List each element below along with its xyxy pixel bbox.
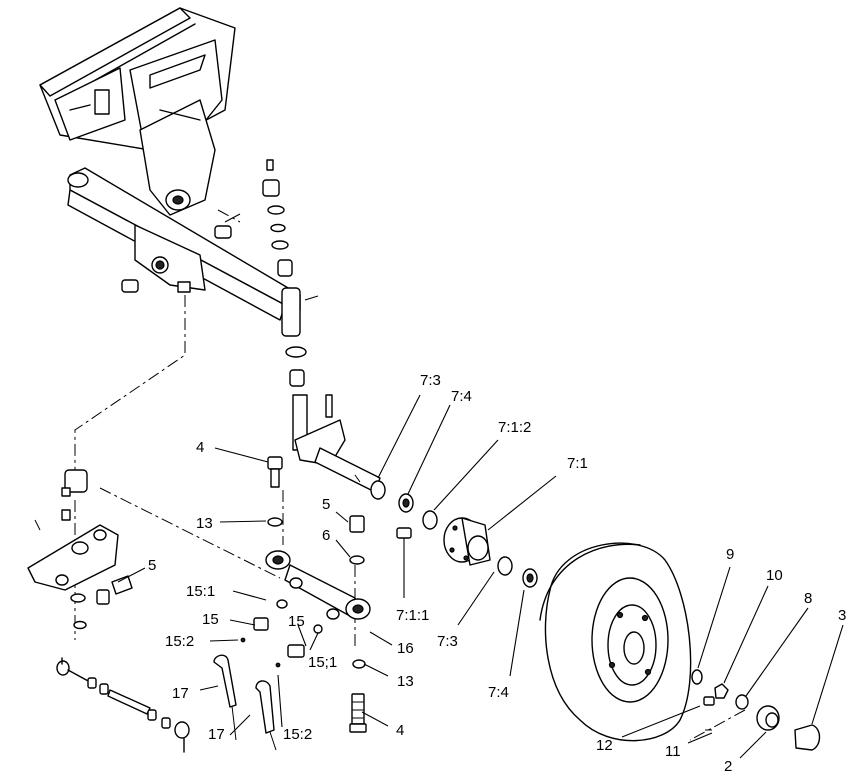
callout-3: 3 [838, 607, 846, 624]
link-rods [213, 654, 277, 751]
callout-15-right: 15 [288, 613, 305, 630]
callout-7-1-2: 7:1:2 [498, 419, 531, 436]
spindle [292, 394, 381, 493]
callout-15-1-left: 15:1 [186, 583, 215, 600]
callout-7-4-lower: 7:4 [488, 684, 509, 701]
callout-7-3-lower: 7:3 [437, 633, 458, 650]
tie-rod-assembly [56, 657, 190, 753]
callout-17-lower: 17 [208, 726, 225, 743]
bearing-hardware [370, 480, 438, 539]
callout-8: 8 [804, 590, 812, 607]
callout-16: 16 [397, 640, 414, 657]
callout-7-3-upper: 7:3 [420, 372, 441, 389]
wheel-hub [443, 517, 538, 588]
front-axle-beam [67, 167, 301, 321]
steering-arm [27, 469, 133, 630]
callout-7-4-upper: 7:4 [451, 388, 472, 405]
tire-wheel-assembly [539, 542, 692, 742]
kingpin-hardware-stack [262, 159, 319, 387]
callout-11: 11 [665, 743, 681, 760]
callout-15-left: 15 [202, 611, 219, 628]
callout-7-1-1: 7:1:1 [396, 607, 429, 624]
callout-4-upper: 4 [196, 439, 204, 456]
callout-13-upper: 13 [196, 515, 213, 532]
chassis-frame [39, 7, 236, 216]
callout-15-1-right: 15;1 [308, 654, 337, 671]
callout-10: 10 [766, 567, 783, 584]
callout-9: 9 [726, 546, 734, 563]
callout-15-2-left: 15:2 [165, 633, 194, 650]
callout-17-upper: 17 [172, 685, 189, 702]
callout-labels: 4 13 5 5 6 7:3 7:4 7:1:2 7:1 7:1:1 7:3 7… [148, 372, 846, 775]
callout-15-2-lower: 15:2 [283, 726, 312, 743]
callout-5-left: 5 [148, 557, 156, 574]
callout-5-right: 5 [322, 496, 330, 513]
callout-4-lower: 4 [396, 722, 404, 739]
right-bolt-stack [349, 515, 367, 733]
upper-bolt [267, 456, 283, 527]
callout-7-1: 7:1 [567, 455, 588, 472]
callout-6: 6 [322, 527, 330, 544]
axle-end-hardware [691, 669, 821, 751]
drag-link-assembly [240, 550, 371, 668]
callout-12: 12 [596, 737, 613, 754]
callout-13-lower: 13 [397, 673, 414, 690]
callout-2: 2 [724, 758, 732, 775]
leader-lines [117, 394, 844, 759]
